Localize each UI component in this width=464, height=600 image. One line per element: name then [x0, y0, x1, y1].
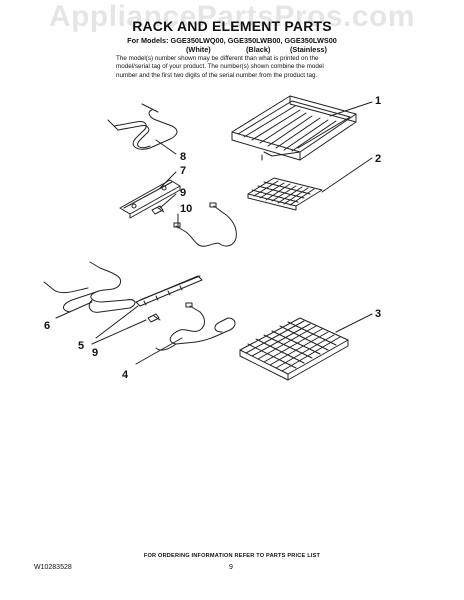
leader-line	[135, 337, 183, 365]
leader-line	[155, 139, 177, 155]
finish-black: (Black)	[246, 45, 271, 54]
bake-element-part-8	[107, 103, 178, 150]
ordering-info: FOR ORDERING INFORMATION REFER TO PARTS …	[143, 553, 321, 559]
models-line: For Models: GGE350LWQ00, GGE350LWB00, GG…	[127, 36, 337, 45]
callout-7: 7	[180, 165, 186, 177]
watermark: AppliancePartsPros.com	[48, 0, 416, 33]
leader-line	[91, 319, 147, 345]
bake-element-part-4	[155, 302, 236, 351]
leader-line	[321, 157, 373, 193]
broil-element-part-6	[43, 261, 136, 313]
oven-rack-part-1	[231, 95, 357, 161]
leader-line	[335, 313, 373, 333]
callout-2: 2	[375, 153, 381, 165]
document-number: W10283528	[34, 564, 72, 571]
leader-line	[159, 193, 177, 209]
callout-10: 10	[180, 203, 192, 215]
oven-rack-part-2	[247, 177, 323, 211]
callout-6: 6	[44, 320, 50, 332]
rail-part-5	[135, 275, 203, 307]
callout-9-upper: 9	[180, 187, 186, 199]
callout-3: 3	[375, 308, 381, 320]
callout-9-lower: 9	[92, 347, 98, 359]
screw-part-9-upper	[151, 205, 165, 215]
bracket-part-7	[119, 179, 181, 219]
model-note: The model(s) number shown may be differe…	[116, 55, 386, 80]
finish-white: (White)	[186, 45, 211, 54]
note-line: The model(s) number shown may be differe…	[116, 55, 319, 62]
note-line: number and the first two digits of the s…	[116, 71, 318, 79]
callout-4: 4	[122, 369, 129, 381]
wire-harness-part-10	[173, 202, 237, 247]
leader-line	[55, 301, 93, 319]
note-line: model/serial tag of your product. The nu…	[116, 63, 324, 71]
callout-8: 8	[180, 151, 186, 163]
leader-line	[95, 305, 139, 339]
leader-line	[329, 101, 373, 117]
page-title: RACK AND ELEMENT PARTS	[132, 18, 332, 34]
leader-line	[159, 171, 177, 189]
callout-1: 1	[375, 95, 381, 107]
oven-rack-part-3	[239, 317, 349, 381]
page-number: 9	[229, 564, 233, 571]
screw-part-9-lower	[147, 313, 161, 323]
callout-5: 5	[78, 340, 84, 352]
finish-stainless: (Stainless)	[290, 45, 327, 54]
